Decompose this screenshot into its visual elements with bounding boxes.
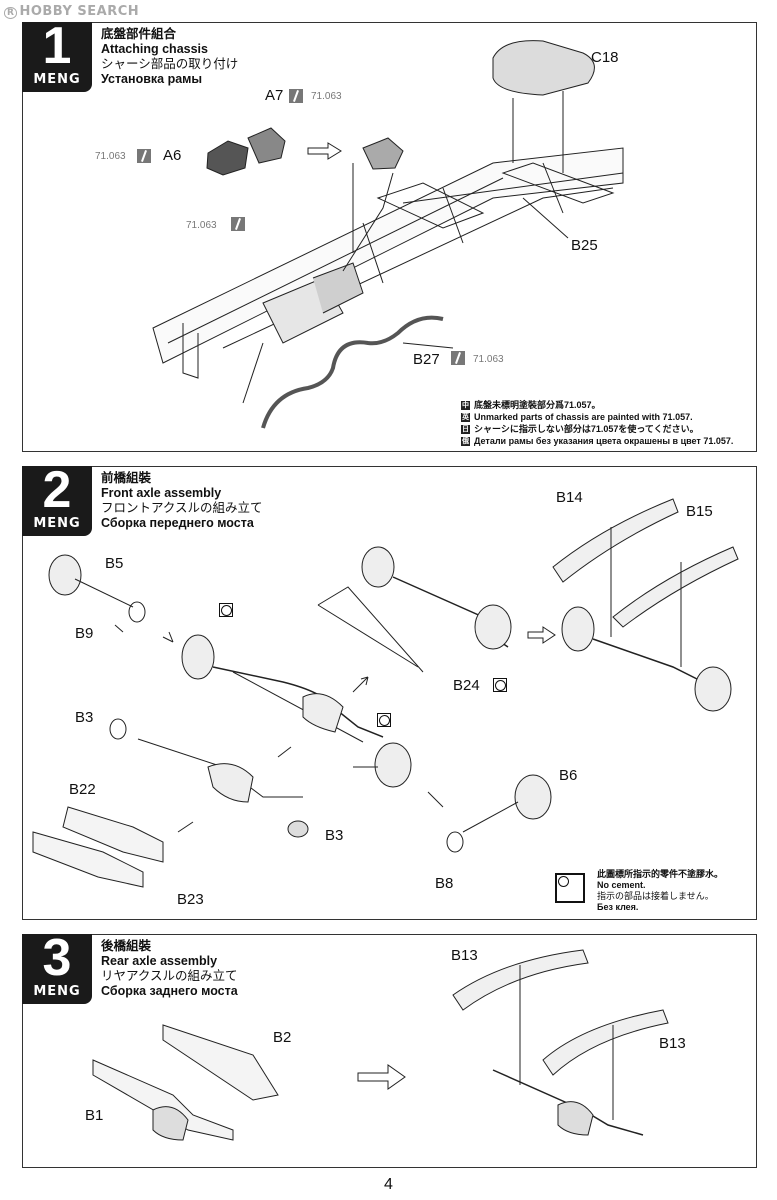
part-label-b8: B8 (435, 875, 454, 892)
front-axle-diagram (32, 498, 739, 888)
title-jp: リヤアクスルの組み立て (101, 969, 238, 983)
paint-icon (451, 351, 465, 365)
step-1-panel: 1 MENG 底盤部件組合 Attaching chassis シャーシ部品の取… (22, 17, 757, 452)
part-label-b27: B27 (413, 351, 440, 368)
brand-logo: MENG (33, 72, 81, 87)
lang-flag-icon: 俄 (461, 436, 470, 446)
no-cement-note: 此圖標所指示的零件不塗膠水。 No cement. 指示の部品は接着しません。 … (597, 869, 724, 912)
step-3-badge: 3 MENG (22, 929, 92, 1004)
part-label-b14: B14 (556, 489, 583, 506)
no-cement-legend-icon (555, 873, 585, 903)
part-label-b2: B2 (273, 1029, 292, 1046)
step-1-titles: 底盤部件組合 Attaching chassis シャーシ部品の取り付け Уст… (101, 27, 238, 87)
title-cn: 底盤部件組合 (101, 27, 177, 41)
step-2-panel: 2 MENG 前橋組裝 Front axle assembly フロントアクスル… (22, 461, 757, 920)
step-3-titles: 後橋組裝 Rear axle assembly リヤアクスルの組み立て Сбор… (101, 939, 238, 999)
part-label-b6: B6 (559, 767, 578, 784)
part-label-b1: B1 (85, 1107, 104, 1124)
title-jp: フロントアクスルの組み立て (101, 501, 263, 515)
paint-icon (289, 89, 303, 103)
title-en: Attaching chassis (101, 42, 208, 56)
paint-code: 71.063 (186, 220, 217, 231)
step-3-panel: 3 MENG 後橋組裝 Rear axle assembly リヤアクスルの組み… (22, 929, 757, 1168)
brand-logo: MENG (33, 516, 81, 531)
title-en: Rear axle assembly (101, 954, 218, 968)
no-cement-icon (377, 713, 391, 727)
no-cement-icon (219, 603, 233, 617)
lang-flag-icon: 英 (461, 412, 470, 422)
chassis-diagram (152, 40, 624, 429)
brand-logo: MENG (33, 984, 81, 999)
part-label-b3: B3 (75, 709, 94, 726)
part-label-b23: B23 (177, 891, 204, 908)
part-label-b13: B13 (451, 947, 478, 964)
part-label-b9: B9 (75, 625, 94, 642)
paint-code: 71.063 (95, 151, 126, 162)
step-number: 1 (42, 17, 72, 75)
page-number: 4 (384, 1176, 393, 1193)
step-1-badge: 1 MENG (22, 17, 92, 92)
lang-flag-icon: 日 (461, 424, 470, 434)
part-label-b25: B25 (571, 237, 598, 254)
part-label-b15: B15 (686, 503, 713, 520)
part-label-c18: C18 (591, 49, 619, 66)
part-label-b24: B24 (453, 677, 480, 694)
part-label-a6: A6 (163, 147, 182, 164)
title-en: Front axle assembly (101, 486, 222, 500)
watermark-text: HOBBY SEARCH (19, 4, 140, 19)
title-cn: 後橋組裝 (101, 939, 152, 953)
rear-axle-diagram (92, 949, 669, 1141)
no-cement-icon (493, 678, 507, 692)
paint-icon (231, 217, 245, 231)
title-jp: シャーシ部品の取り付け (101, 57, 239, 71)
part-label-b3: B3 (325, 827, 344, 844)
lang-flag-icon: 中 (461, 400, 470, 410)
title-ru: Установка рамы (101, 72, 203, 86)
step-number: 3 (42, 929, 72, 987)
paint-code: 71.063 (473, 354, 504, 365)
paint-icon (137, 149, 151, 163)
part-label-b22: B22 (69, 781, 96, 798)
step-number: 2 (42, 461, 72, 519)
part-label-b13: B13 (659, 1035, 686, 1052)
step-2-badge: 2 MENG (22, 461, 92, 536)
title-ru: Сборка переднего моста (101, 516, 254, 530)
title-cn: 前橋組裝 (101, 471, 152, 485)
paint-code: 71.063 (311, 91, 342, 102)
part-label-b5: B5 (105, 555, 124, 572)
registered-icon: R (4, 7, 18, 19)
title-ru: Сборка заднего моста (101, 984, 238, 998)
part-label-a7: A7 (265, 87, 284, 104)
step-2-titles: 前橋組裝 Front axle assembly フロントアクスルの組み立て С… (101, 471, 263, 531)
